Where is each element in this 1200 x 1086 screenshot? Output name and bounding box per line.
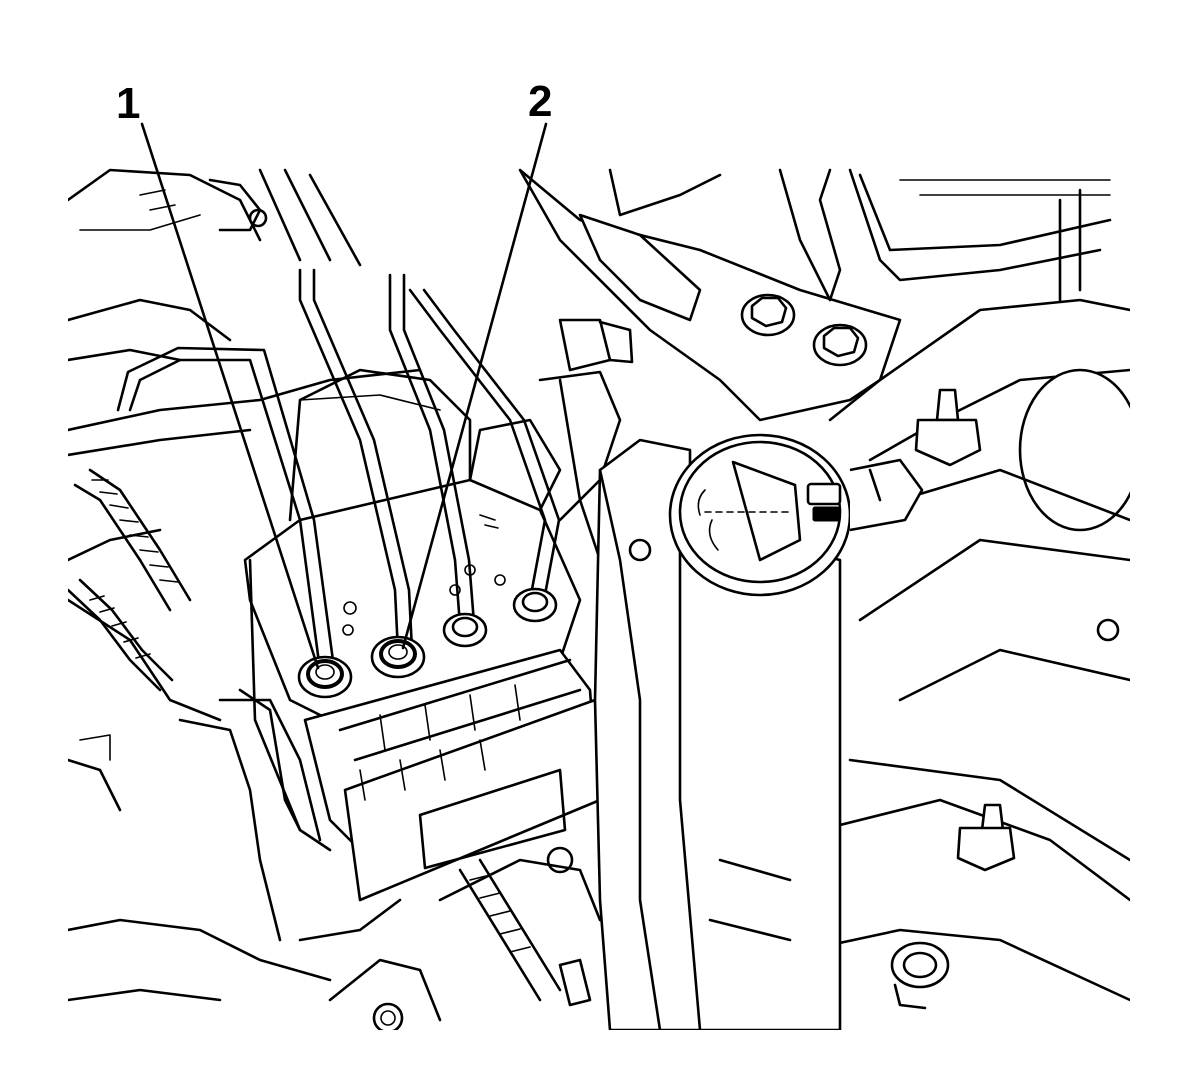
corrugated-hose: [68, 468, 192, 692]
fitting-1: [297, 655, 353, 699]
washer-fluid-reservoir: [593, 433, 924, 1030]
callout-leaders: [140, 122, 548, 670]
right-background-structure: [538, 168, 1130, 1010]
callout-2: 2: [528, 77, 553, 126]
bracket-bolt-2: [812, 323, 868, 367]
washer-fluid-icon: [697, 460, 842, 562]
brake-pipes: [116, 268, 561, 672]
leader-line-2: [401, 122, 548, 650]
left-background-structure: [68, 168, 422, 1002]
hose-clamp: [890, 941, 950, 1010]
abs-hydraulic-modulator: [238, 368, 602, 902]
lower-structure: [298, 846, 602, 1030]
mounting-bracket: [518, 168, 902, 422]
stud-bolt-upper: [914, 388, 982, 467]
tube-fittings: [297, 587, 558, 699]
stud-bolt-lower: [956, 803, 1016, 872]
fitting-3: [442, 612, 488, 648]
leader-line-1: [140, 122, 320, 670]
bracket-bolt-1: [740, 293, 796, 337]
fitting-2: [370, 635, 426, 679]
fitting-4: [512, 587, 558, 623]
callout-1: 1: [116, 79, 141, 128]
